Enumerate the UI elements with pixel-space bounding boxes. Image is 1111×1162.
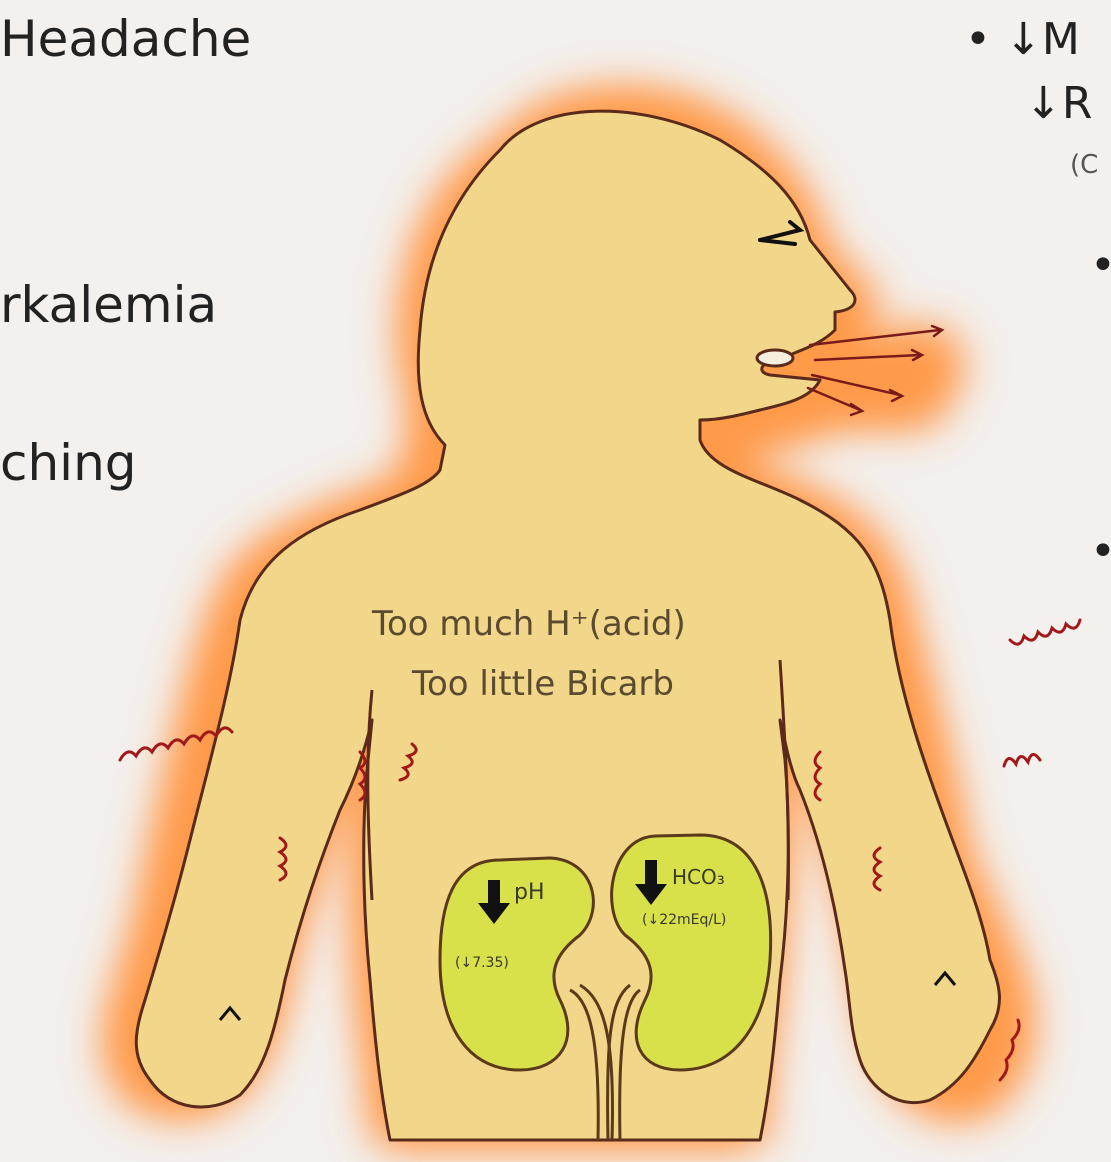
right-label-3: (C [1070, 150, 1098, 180]
symptom-headache: Headache [0, 10, 251, 68]
body-text-acid: Too much H⁺(acid) [372, 604, 686, 644]
right-label-2: ↓R [1025, 78, 1092, 129]
right-bullet-2: • [1090, 240, 1111, 291]
right-bullet-line1: • ↓M [965, 14, 1080, 65]
right-label-1: ↓M [1005, 14, 1080, 65]
kidney-hco3-value: (↓22mEq/L) [642, 912, 726, 928]
symptom-hyperkalemia: rkalemia [0, 276, 217, 334]
right-bullet-3: • [1090, 526, 1111, 577]
body-text-bicarb: Too little Bicarb [412, 664, 674, 704]
mouth [757, 350, 793, 366]
kidney-ph-value: (↓7.35) [455, 955, 509, 971]
kidney-ph-label: pH [514, 880, 545, 905]
symptom-twitching: ching [0, 434, 137, 492]
kidney-hco3-label: HCO₃ [672, 865, 725, 889]
